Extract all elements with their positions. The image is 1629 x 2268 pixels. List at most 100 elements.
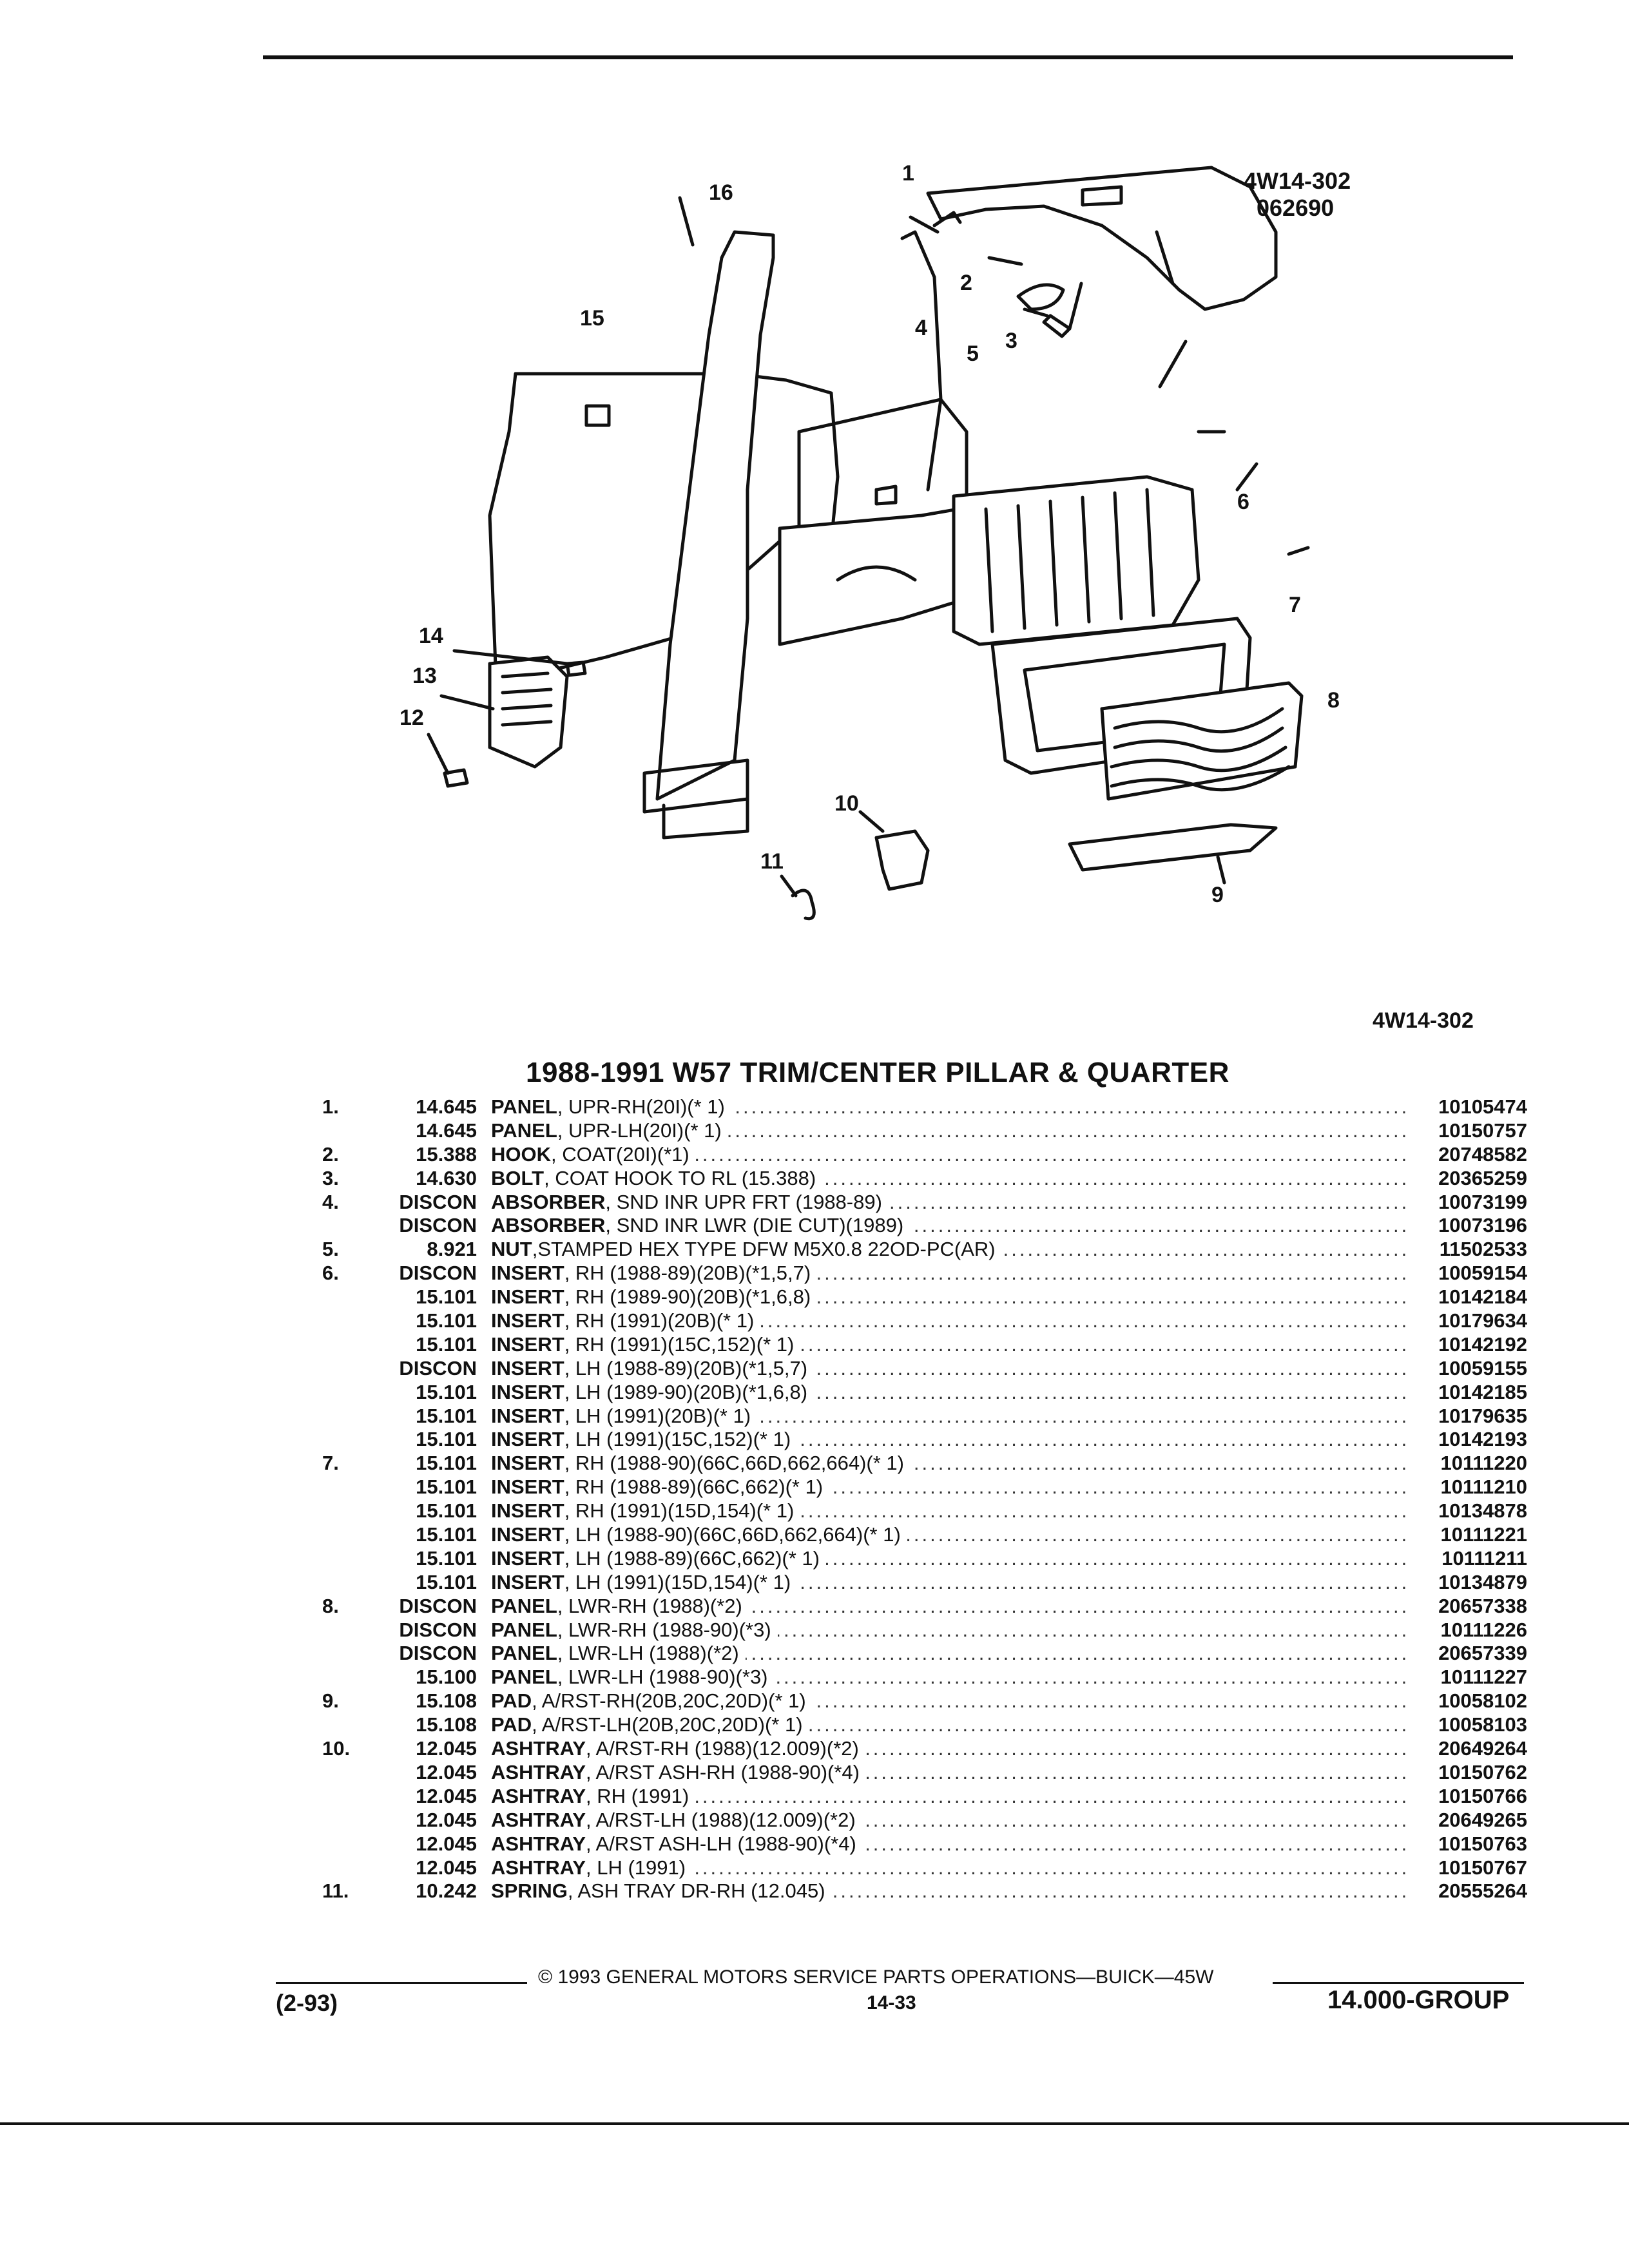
part-row: 8.DISCON................................… [322, 1594, 1527, 1619]
part-detail: , RH (1989-90)(20B)(*1,6,8) [564, 1285, 811, 1309]
group-number: 15.101 [416, 1404, 477, 1427]
part-number: 10179635 [1438, 1404, 1527, 1427]
part-description: HOOK, COAT(20I)(*1) [491, 1142, 696, 1167]
part-description: PAD, A/RST-LH(20B,20C,20D)(* 1) [491, 1713, 809, 1738]
group-number: 10.242 [416, 1879, 477, 1903]
group-number: 8.921 [427, 1238, 477, 1261]
part-number: 20748582 [1438, 1142, 1527, 1166]
part-name: ASHTRAY [491, 1737, 586, 1760]
callout-2: 2 [960, 271, 972, 295]
part-detail: , SND INR LWR (DIE CUT)(1989) [605, 1214, 904, 1237]
part-row: DISCON..................................… [322, 1642, 1527, 1666]
part-number: 20365259 [1438, 1166, 1527, 1189]
part-detail: , A/RST ASH-RH (1988-90)(*4) [586, 1760, 860, 1783]
group-number: 14.630 [416, 1166, 477, 1189]
part-name: INSERT [491, 1262, 564, 1285]
callout-4: 4 [915, 316, 927, 340]
item-number: 10. [322, 1737, 351, 1760]
part-detail: , LWR-LH (1988-90)(*3) [557, 1666, 768, 1689]
group-number: 15.101 [416, 1428, 477, 1451]
part-number: 20649265 [1438, 1808, 1527, 1831]
part-number: 10073196 [1438, 1214, 1527, 1237]
part-detail: , LH (1989-90)(20B)(*1,6,8) [564, 1380, 808, 1403]
part-description: INSERT, RH (1988-89)(66C,662)(* 1) [491, 1475, 830, 1500]
group-number: 12.045 [416, 1856, 477, 1879]
part-name: INSERT [491, 1475, 564, 1499]
footer-line-right [1273, 1982, 1524, 1984]
callout-6: 6 [1237, 490, 1249, 514]
group-number: 15.101 [416, 1570, 477, 1593]
part-number: 10142192 [1438, 1332, 1527, 1356]
part-description: PANEL, LWR-RH (1988-90)(*3) [491, 1618, 778, 1642]
part-name: NUT [491, 1238, 532, 1261]
footer-group: 14.000-GROUP [1327, 1986, 1510, 2014]
part-description: ASHTRAY, A/RST ASH-LH (1988-90)(*4) [491, 1832, 863, 1856]
callout-3: 3 [1005, 329, 1017, 353]
part-name: ABSORBER [491, 1214, 606, 1237]
part-description: INSERT, LH (1988-89)(66C,662)(* 1) [491, 1546, 826, 1571]
part-name: ASHTRAY [491, 1856, 586, 1879]
part-name: INSERT [491, 1380, 564, 1403]
part-row: 15.101..................................… [322, 1380, 1527, 1405]
part-name: PANEL [491, 1618, 557, 1641]
top-rule [263, 55, 1513, 59]
callout-12: 12 [400, 706, 424, 730]
part-name: PANEL [491, 1119, 557, 1142]
part-row: DISCON..................................… [322, 1356, 1527, 1381]
part-row: 4.DISCON................................… [322, 1190, 1527, 1215]
part-row: 12.045..................................… [322, 1856, 1527, 1880]
part-name: ASHTRAY [491, 1832, 586, 1855]
part-detail: , LH (1991)(15C,152)(* 1) [564, 1428, 791, 1451]
part-row: 12.045..................................… [322, 1832, 1527, 1856]
part-description: INSERT, LH (1988-90)(66C,66D,662,664)(* … [491, 1523, 907, 1547]
part-row: 9.15.108................................… [322, 1689, 1527, 1714]
group-number: 12.045 [416, 1808, 477, 1831]
part-detail: , RH (1991)(15C,152)(* 1) [564, 1332, 795, 1356]
part-name: INSERT [491, 1428, 564, 1451]
part-description: PANEL, UPR-RH(20I)(* 1) [491, 1095, 731, 1119]
part-number: 10111226 [1440, 1618, 1527, 1641]
part-number: 10111220 [1440, 1452, 1527, 1475]
group-number: 12.045 [416, 1760, 477, 1783]
part-detail: , LH (1988-89)(20B)(*1,5,7) [564, 1356, 808, 1379]
part-name: PAD [491, 1689, 532, 1713]
group-number: 14.645 [416, 1095, 477, 1118]
part-detail: , RH (1988-90)(66C,66D,662,664)(* 1) [564, 1452, 904, 1475]
part-description: ASHTRAY, RH (1991) [491, 1784, 696, 1809]
group-number: DISCON [399, 1356, 477, 1379]
callout-7: 7 [1289, 593, 1301, 617]
group-number: DISCON [399, 1214, 477, 1237]
item-number: 2. [322, 1142, 339, 1166]
center-pillar-shape [655, 230, 775, 801]
item-number: 5. [322, 1238, 339, 1261]
part-number: 10150757 [1438, 1119, 1527, 1142]
part-row: DISCON..................................… [322, 1618, 1527, 1642]
part-number: 10150767 [1438, 1856, 1527, 1879]
part-name: INSERT [491, 1356, 564, 1379]
group-number: 15.101 [416, 1332, 477, 1356]
group-number: 14.645 [416, 1119, 477, 1142]
part-number: 10142193 [1438, 1428, 1527, 1451]
part-description: ASHTRAY, A/RST ASH-RH (1988-90)(*4) [491, 1760, 866, 1785]
part-detail: , LWR-LH (1988)(*2) [557, 1642, 739, 1665]
part-row: 15.101..................................… [322, 1428, 1527, 1452]
part-description: ASHTRAY, A/RST-RH (1988)(12.009)(*2) [491, 1737, 865, 1761]
part-number: 20649264 [1438, 1737, 1527, 1760]
part-detail: , A/RST ASH-LH (1988-90)(*4) [586, 1832, 856, 1855]
part-description: INSERT, RH (1991)(20B)(* 1) [491, 1309, 761, 1333]
group-number: 15.108 [416, 1713, 477, 1736]
page-title: 1988-1991 W57 TRIM/CENTER PILLAR & QUART… [526, 1057, 1229, 1088]
group-number: 15.101 [416, 1380, 477, 1403]
part-detail: , A/RST-RH(20B,20C,20D)(* 1) [532, 1689, 806, 1713]
part-number: 10150766 [1438, 1784, 1527, 1807]
part-row: 12.045..................................… [322, 1808, 1527, 1832]
callout-9: 9 [1211, 883, 1224, 907]
part-detail: , COAT(20I)(*1) [551, 1142, 689, 1166]
part-number: 10058103 [1438, 1713, 1527, 1736]
part-detail: ,STAMPED HEX TYPE DFW M5X0.8 22OD-PC(AR) [532, 1238, 996, 1261]
group-number: DISCON [399, 1642, 477, 1665]
part-detail: , ASH TRAY DR-RH (12.045) [567, 1879, 825, 1903]
part-row: 7.15.101................................… [322, 1452, 1527, 1476]
part-number: 20657339 [1438, 1642, 1527, 1665]
diagram-code: 4W14-302 [1244, 168, 1351, 194]
